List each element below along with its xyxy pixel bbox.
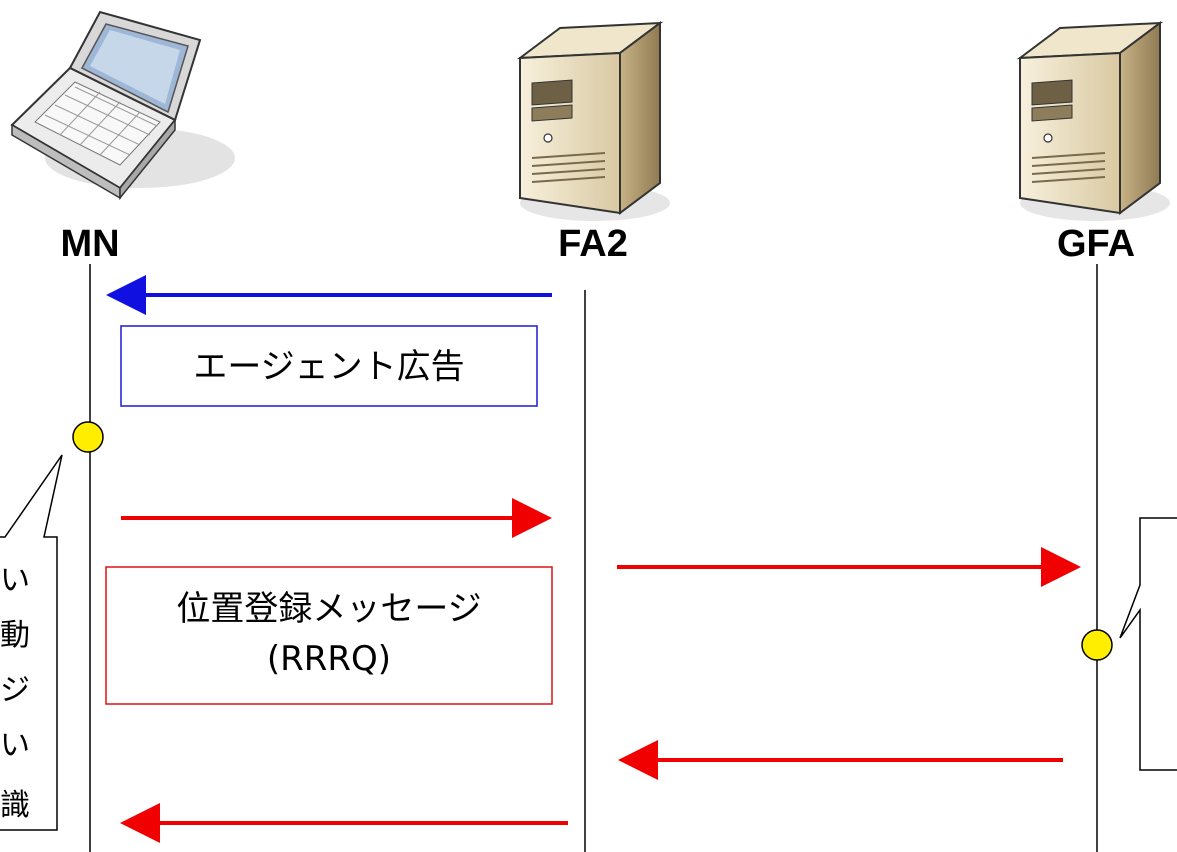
callout-line-1: い: [0, 563, 30, 598]
registration-message-box: 位置登録メッセージ (RRRQ): [105, 566, 553, 705]
callout-line-4: い: [0, 728, 30, 763]
right-callout: [1119, 517, 1177, 771]
node-label-fa2: FA2: [558, 223, 628, 265]
callout-line-3: ジ: [0, 673, 30, 708]
server-icon: [516, 21, 670, 221]
mn-event-marker: [72, 421, 104, 453]
node-label-mn: MN: [60, 223, 119, 265]
agent-advertisement-box: エージェント広告: [120, 325, 538, 407]
left-callout: い 動 ジ い 識: [0, 454, 63, 831]
agent-advertisement-label: エージェント広告: [193, 347, 464, 387]
callout-line-2: 動: [0, 618, 30, 653]
callout-line-5: 識: [0, 788, 30, 823]
registration-message-code: (RRRQ): [267, 639, 391, 679]
node-label-gfa: GFA: [1057, 223, 1135, 265]
gfa-event-marker: [1081, 629, 1113, 661]
registration-message-label: 位置登録メッセージ: [176, 589, 481, 629]
laptop-icon: [10, 10, 235, 201]
server-icon: [1016, 21, 1170, 221]
